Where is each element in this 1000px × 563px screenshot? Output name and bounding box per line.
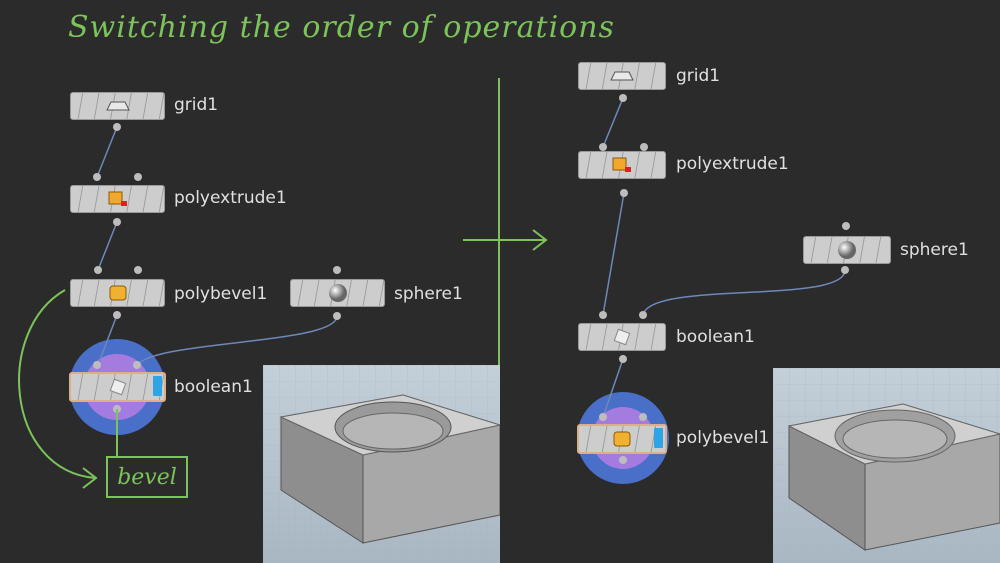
wire [642, 269, 846, 316]
node-label-sphere1: sphere1 [900, 240, 969, 260]
wire [602, 97, 624, 148]
geometry-preview [773, 368, 1000, 563]
wire [97, 314, 118, 366]
wire [97, 221, 118, 271]
node-label-polyextrude1: polyextrude1 [676, 154, 789, 174]
node-label-grid1: grid1 [676, 66, 721, 86]
node-boolean1[interactable] [578, 323, 666, 351]
page-title: Switching the order of operations [68, 10, 615, 45]
node-label-boolean1: boolean1 [174, 377, 253, 397]
boolean-icon [109, 378, 126, 396]
sphere-icon [838, 241, 856, 259]
boolean-icon [613, 328, 631, 346]
node-polybevel1[interactable] [70, 279, 165, 307]
display-flag[interactable] [654, 428, 663, 448]
wire [602, 358, 624, 418]
polyextrude-icon [612, 157, 631, 172]
grid-icon [105, 101, 130, 111]
node-boolean1[interactable] [69, 372, 166, 402]
node-label-grid1: grid1 [174, 95, 219, 115]
polybevel-icon [109, 285, 126, 301]
node-sphere1[interactable] [290, 279, 385, 307]
viewport-left[interactable] [263, 365, 500, 563]
viewport-right[interactable] [773, 368, 1000, 563]
wire [136, 315, 338, 367]
arrow-right-icon [463, 229, 548, 251]
node-polyextrude1[interactable] [70, 185, 165, 213]
node-polyextrude1[interactable] [578, 151, 666, 179]
annotation-bevel: bevel [106, 456, 188, 498]
node-label-polybevel1: polybevel1 [676, 428, 770, 448]
node-grid1[interactable] [578, 62, 666, 90]
node-sphere1[interactable] [803, 236, 891, 264]
node-label-sphere1: sphere1 [394, 284, 463, 304]
geometry-preview [263, 365, 500, 563]
display-flag[interactable] [153, 376, 162, 396]
node-polybevel1[interactable] [577, 424, 667, 454]
node-label-polybevel1: polybevel1 [174, 284, 268, 304]
node-grid1[interactable] [70, 92, 165, 120]
wire [602, 192, 625, 316]
polybevel-icon [613, 431, 631, 447]
node-label-polyextrude1: polyextrude1 [174, 188, 287, 208]
sphere-icon [328, 284, 347, 302]
node-label-boolean1: boolean1 [676, 327, 755, 347]
annotation-arrow [18, 289, 118, 489]
grid-icon [610, 71, 634, 81]
wire [96, 126, 118, 178]
polyextrude-icon [108, 191, 127, 206]
